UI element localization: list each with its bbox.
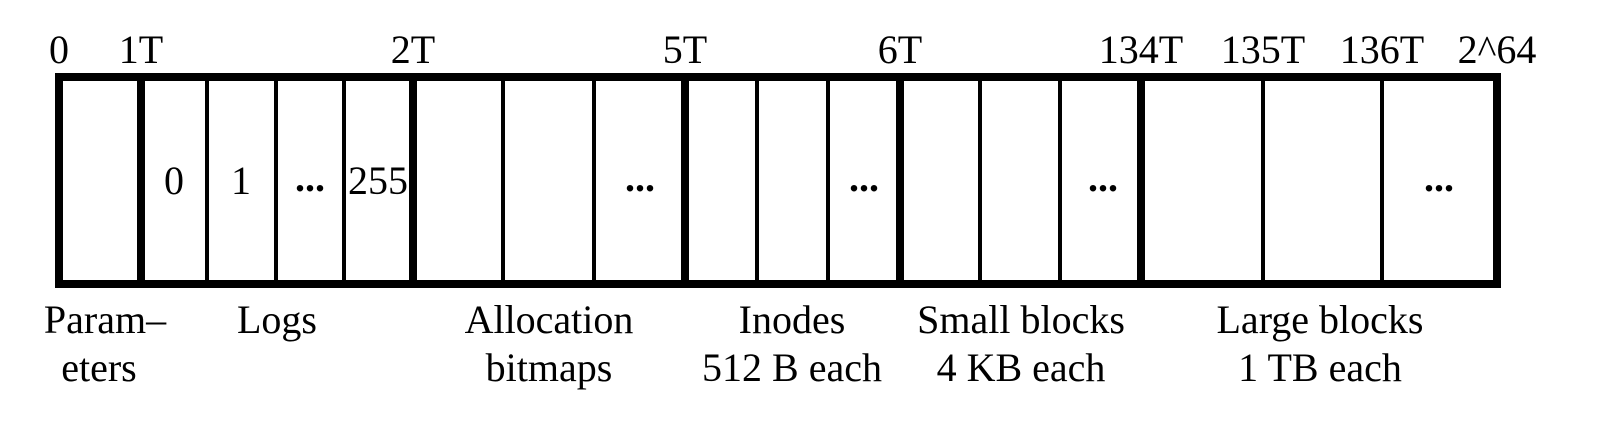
address-label: 2^64 <box>1458 27 1537 72</box>
region-large-blocks-line2: 1 TB each <box>1238 345 1402 390</box>
log-ellipsis: ... <box>295 155 325 200</box>
region-parameters-line2: eters <box>61 345 137 390</box>
region-small-blocks-line2: 4 KB each <box>937 345 1106 390</box>
address-label: 6T <box>878 27 922 72</box>
address-label: 134T <box>1099 27 1183 72</box>
region-logs: Logs <box>237 297 317 342</box>
region-parameters-line1: Param– <box>44 297 167 342</box>
address-label: 5T <box>663 27 707 72</box>
region-allocation-line2: bitmaps <box>486 345 613 390</box>
small-block-ellipsis: ... <box>1088 155 1118 200</box>
address-label: 0 <box>49 27 69 72</box>
region-large-blocks-line1: Large blocks <box>1217 297 1424 342</box>
region-inodes-line1: Inodes <box>739 297 846 342</box>
region-small-blocks-line1: Small blocks <box>917 297 1125 342</box>
region-allocation-line1: Allocation <box>465 297 634 342</box>
address-label: 2T <box>391 27 435 72</box>
disk-outer-frame <box>55 73 1501 288</box>
address-label: 136T <box>1340 27 1424 72</box>
bitmap-ellipsis: ... <box>625 155 655 200</box>
inode-ellipsis: ... <box>849 155 879 200</box>
log-cell-label: 0 <box>164 158 184 203</box>
address-label: 1T <box>119 27 163 72</box>
log-cell-label: 1 <box>231 158 251 203</box>
log-cell-label: 255 <box>348 158 408 203</box>
address-label: 135T <box>1221 27 1305 72</box>
large-block-ellipsis: ... <box>1424 155 1454 200</box>
region-inodes-line2: 512 B each <box>702 345 882 390</box>
